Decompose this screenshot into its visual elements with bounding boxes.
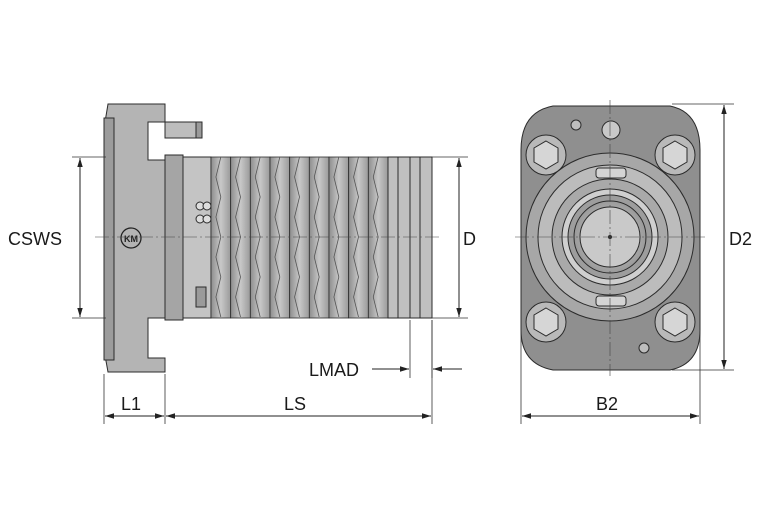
label-b2: B2 xyxy=(596,394,618,414)
front-notch-top xyxy=(595,167,627,179)
rib-groove xyxy=(353,156,359,318)
front-notch-bottom xyxy=(595,295,627,307)
collar xyxy=(164,154,184,321)
label-l1: L1 xyxy=(121,394,141,414)
hex-socket-screw-icon xyxy=(525,301,567,343)
dimension-d: D xyxy=(432,156,476,319)
screw-hole-upper-2 xyxy=(202,201,212,211)
drive-stub-cap xyxy=(195,121,203,139)
hex-socket-screw-icon xyxy=(654,134,696,176)
label-csws: CSWS xyxy=(8,229,62,249)
label-d: D xyxy=(463,229,476,249)
dimension-l1-ls: L1 LS xyxy=(103,320,433,424)
small-hole-bottom xyxy=(638,342,650,354)
km-logo-icon: KM xyxy=(120,227,142,249)
rib-groove xyxy=(372,156,379,318)
dimension-b2: B2 xyxy=(520,330,701,424)
dimension-csws: CSWS xyxy=(8,156,106,319)
front-view xyxy=(515,100,706,376)
small-hole-top xyxy=(570,119,582,131)
label-d2: D2 xyxy=(729,229,752,249)
rib-groove xyxy=(215,156,222,318)
damper-ribs xyxy=(210,156,389,319)
label-lmad: LMAD xyxy=(309,360,359,380)
side-view: KM xyxy=(95,103,440,373)
dimension-lmad: LMAD xyxy=(309,320,462,380)
flange-face xyxy=(103,117,115,361)
hex-socket-screw-icon xyxy=(654,301,696,343)
key-slot xyxy=(195,286,207,308)
dimension-d2: D2 xyxy=(672,103,752,371)
hex-socket-screw-icon xyxy=(525,134,567,176)
pin-hole-top xyxy=(601,120,621,140)
screw-hole-lower-2 xyxy=(202,214,212,224)
svg-text:KM: KM xyxy=(124,234,138,244)
label-ls: LS xyxy=(284,394,306,414)
